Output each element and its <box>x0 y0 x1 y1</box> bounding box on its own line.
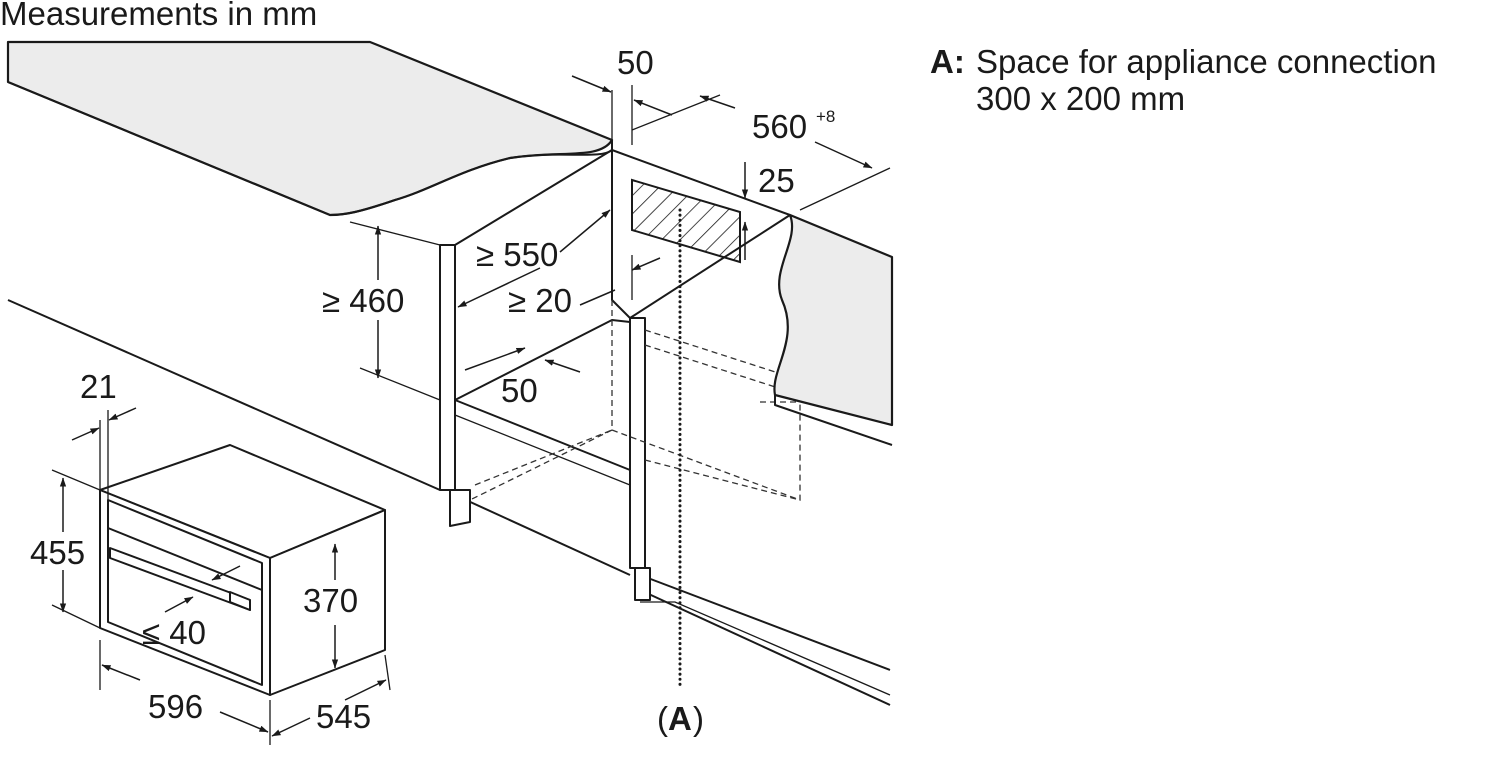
dim-arrow-inset-left <box>464 347 526 371</box>
appliance-dimensions: 21 455 ≤ 40 370 596 545 <box>28 368 391 745</box>
hidden-edge-top <box>644 329 801 381</box>
niche-back-left <box>454 149 631 319</box>
label-connection-marker-open: ( <box>657 700 668 737</box>
plinth-inner-line <box>640 601 891 696</box>
niche-floor-front-edge <box>454 414 631 486</box>
label-niche-width: 560 <box>752 108 807 145</box>
dim-arrow-handle-right <box>211 565 241 581</box>
dim-line-shelf-gap <box>579 289 616 306</box>
hidden-edge-mid <box>644 459 801 501</box>
cabinet-front-bottom-line <box>7 299 441 491</box>
dim-arrow-width-right <box>219 711 269 733</box>
label-niche-depth: ≥ 550 <box>476 236 558 273</box>
floor-line-right <box>639 574 891 671</box>
label-niche-height: ≥ 460 <box>322 282 404 319</box>
label-appliance-width: 596 <box>148 688 203 725</box>
label-bg <box>28 532 98 570</box>
appliance-control-strip <box>107 527 263 591</box>
right-side-panel <box>629 317 646 569</box>
dim-ext-line <box>51 604 101 629</box>
dim-arrow-depth-back <box>559 209 611 253</box>
label-connection-marker: A <box>668 700 692 737</box>
label-front-inset: 50 <box>501 372 538 409</box>
label-niche-width-tolerance: +8 <box>816 107 835 126</box>
hidden-edge-diag <box>474 429 613 486</box>
niche-back-top <box>611 149 791 216</box>
label-connection-marker-close: ) <box>693 700 704 737</box>
legend-key: A: <box>930 43 965 80</box>
cabinet-dimensions: 50 560 +8 25 ≥ 550 ≥ 20 ≥ 460 50 <box>320 44 891 737</box>
label-vent-offset: 25 <box>758 162 795 199</box>
dim-arrow-shelf-gap-right <box>631 257 661 271</box>
dim-arrow-width-right <box>814 141 873 169</box>
right-leg <box>634 567 651 601</box>
worktop-left <box>6 40 614 217</box>
worktop-left-front-edge <box>7 81 613 216</box>
dim-ext-line <box>51 469 101 491</box>
label-appliance-height: 455 <box>30 534 85 571</box>
appliance-door <box>107 499 263 686</box>
plinth-line-right <box>639 589 891 706</box>
dim-ext-line <box>799 167 891 211</box>
label-appliance-depth: 545 <box>316 698 371 735</box>
label-body-height: 370 <box>303 582 358 619</box>
dim-arrow-handle-left <box>164 596 194 613</box>
label-rear-gap: 50 <box>617 44 654 81</box>
dim-ext-line <box>384 654 391 691</box>
niche-back-right <box>629 214 791 319</box>
dim-arrow-depth-right <box>344 679 387 701</box>
left-side-panel <box>439 244 456 491</box>
worktop-right <box>773 213 894 427</box>
dim-arrow-depth-front <box>457 267 541 308</box>
left-leg <box>449 489 471 527</box>
dim-arrow-width-left <box>101 664 141 681</box>
plinth-line <box>454 494 631 576</box>
dim-ext-line <box>359 367 441 401</box>
niche-floor-front <box>454 399 631 471</box>
dim-arrow-rear-gap-right <box>633 99 673 116</box>
dim-arrow-rear-gap-left <box>571 75 612 93</box>
cabinet-niche <box>6 40 894 706</box>
dim-arrow-panel-left <box>71 427 100 441</box>
legend-line-1: Space for appliance connection <box>976 43 1437 80</box>
legend-line-2: 300 x 200 mm <box>976 80 1186 117</box>
appliance-handle-end <box>229 591 251 611</box>
connection-space-hatch <box>631 178 741 264</box>
dim-arrow-panel-right <box>108 407 137 421</box>
label-handle-depth: ≤ 40 <box>142 614 206 651</box>
niche-floor-back <box>454 319 631 401</box>
worktop-right-edge <box>774 395 893 446</box>
label-bg <box>320 280 420 320</box>
dim-arrow-depth-left <box>271 717 311 737</box>
dim-ext-line <box>631 94 721 131</box>
dim-arrow-inset-right <box>544 359 581 373</box>
label-shelf-gap: ≥ 20 <box>508 282 572 319</box>
dim-ext-line <box>349 221 441 246</box>
label-bg <box>302 580 370 620</box>
page-title: Measurements in mm <box>0 0 318 32</box>
label-panel-depth: 21 <box>80 368 117 405</box>
appliance <box>99 444 386 696</box>
dim-arrow-width-left <box>699 95 736 109</box>
